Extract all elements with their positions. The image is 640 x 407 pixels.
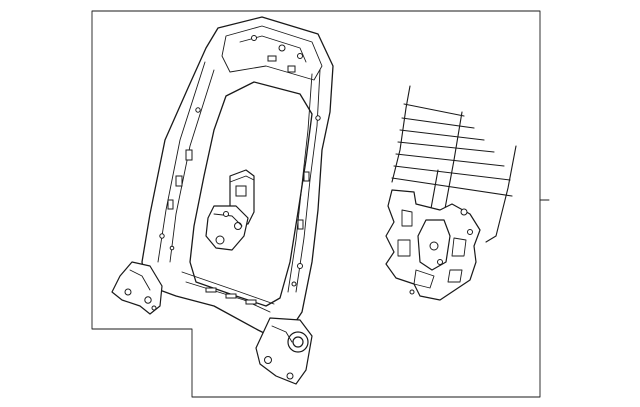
recliner-bracket — [255, 317, 313, 385]
seat-back-frame — [141, 16, 334, 337]
diagram-border — [91, 10, 541, 398]
recliner-motor — [205, 169, 255, 251]
lumbar-support-assembly — [385, 85, 517, 301]
left-hinge-bracket — [111, 261, 163, 315]
